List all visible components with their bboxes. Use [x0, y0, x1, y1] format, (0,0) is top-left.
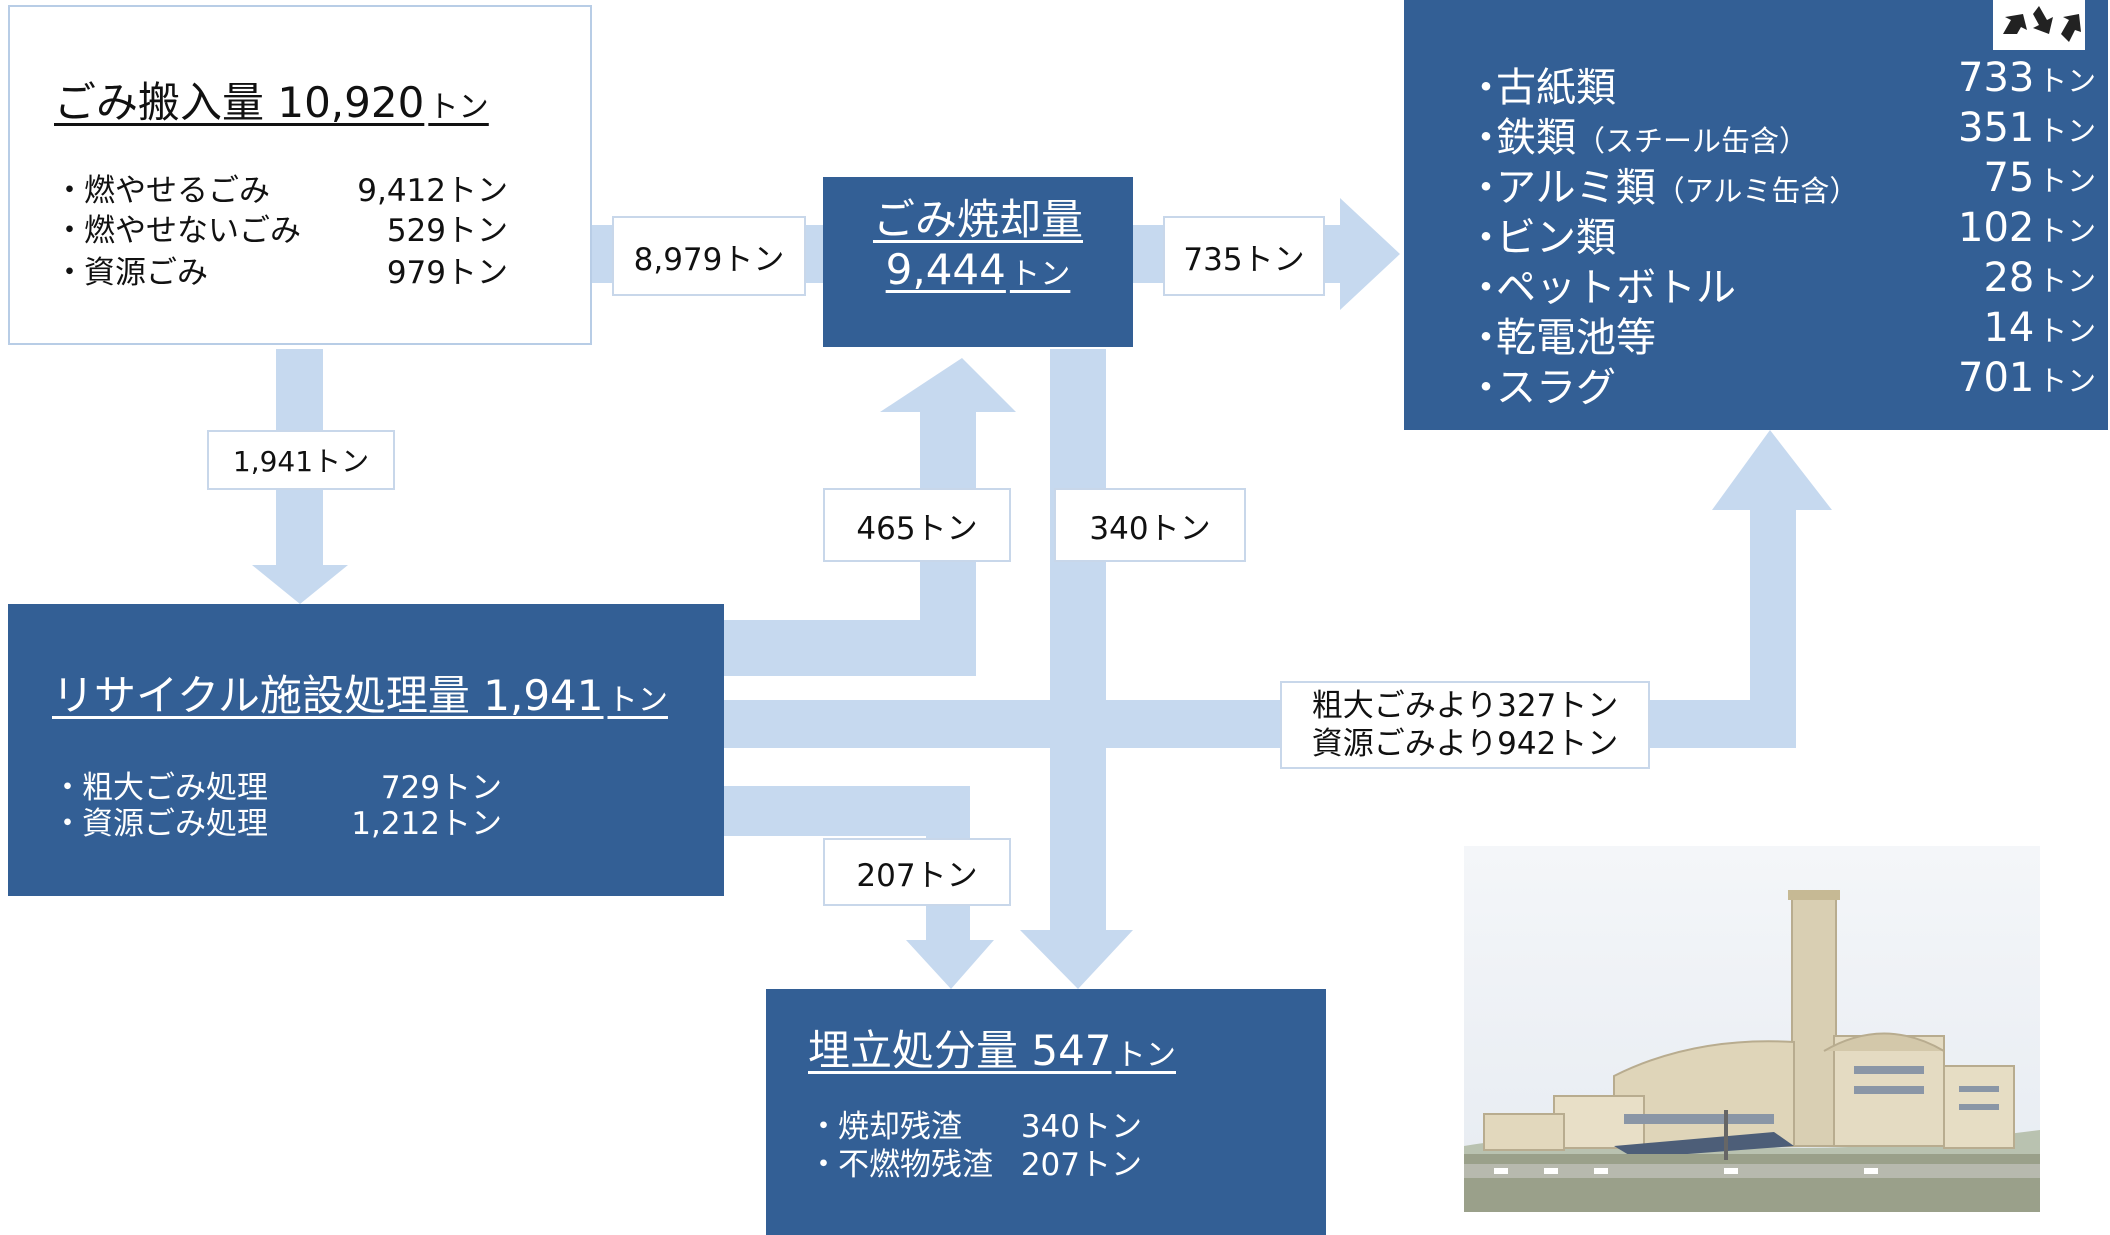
flow-label-recycle-to-resources: 粗大ごみより327トン 資源ごみより942トン — [1280, 681, 1650, 769]
flow-label-recycle-to-incineration: 465トン — [823, 488, 1011, 562]
incineration-plant-photo — [1464, 846, 2040, 1212]
incineration-title: ごみ焼却量 — [872, 195, 1083, 244]
flow-recycle-to-resources — [724, 430, 1832, 748]
flow-label-to-incineration: 8,979トン — [612, 216, 806, 296]
flow-incineration-to-landfill — [1020, 349, 1133, 989]
flow-recycle-to-incineration — [724, 358, 1016, 676]
flow-label-to-recycle: 1,941トン — [207, 430, 395, 490]
flow-label-to-resources: 735トン — [1163, 216, 1325, 296]
recycle-icon — [1993, 0, 2085, 50]
flow-recycle-to-landfill — [724, 786, 994, 989]
flow-label-incineration-to-landfill: 340トン — [1054, 488, 1246, 562]
flow-label-recycle-to-landfill: 207トン — [823, 838, 1011, 906]
